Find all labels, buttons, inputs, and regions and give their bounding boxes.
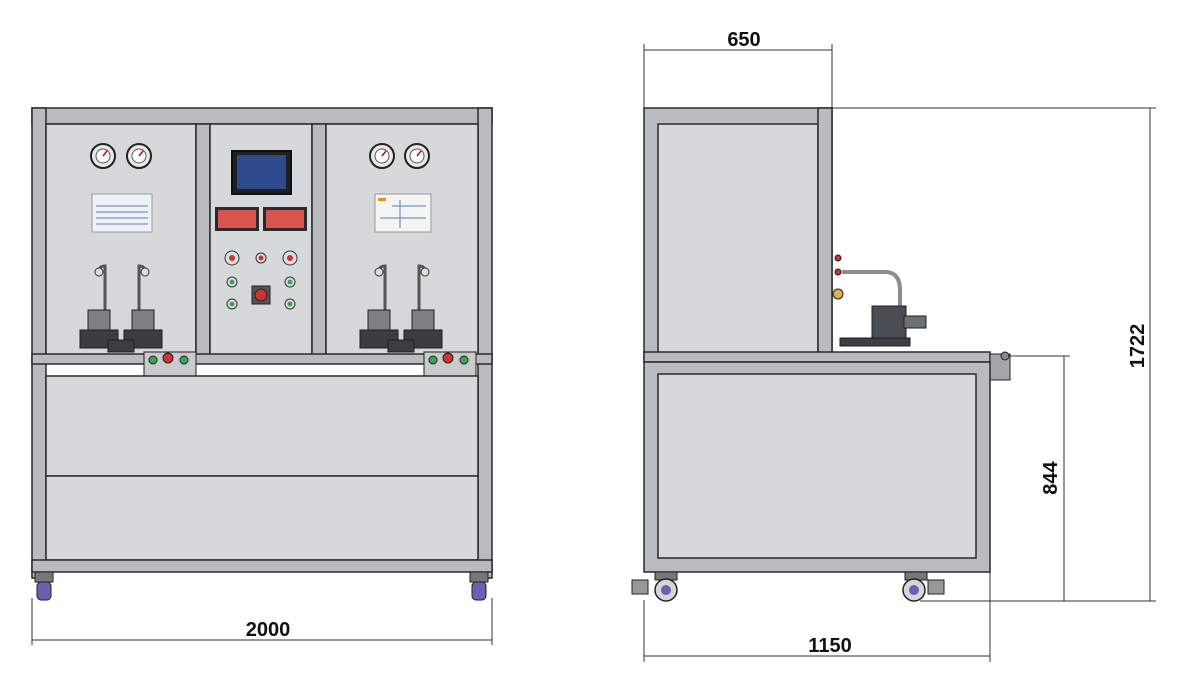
front-table-top — [31, 353, 493, 365]
left-panel-label-plate — [91, 193, 153, 233]
right-button-box — [423, 351, 477, 379]
side-lower-panel — [657, 373, 977, 559]
front-left-panel — [45, 123, 197, 357]
caster-wheel-icon — [469, 571, 489, 601]
valve-icon — [839, 305, 927, 347]
indicator-lamp-icon — [226, 298, 238, 310]
front-view: 2000 — [31, 107, 493, 645]
dimension-width-front: 2000 — [31, 598, 493, 645]
dimension-label-650: 650 — [727, 29, 760, 51]
front-bottom-rail — [31, 559, 493, 573]
digital-display-icon — [215, 207, 259, 231]
pressure-gauge-icon — [90, 143, 116, 169]
indicator-lamp-icon — [284, 298, 296, 310]
touch-screen-icon — [231, 150, 292, 195]
side-upper-panel — [657, 123, 819, 361]
caster-wheel-icon — [902, 571, 945, 602]
dimension-depth-top: 650 — [643, 29, 833, 108]
front-cabinet-lower — [45, 475, 479, 561]
indicator-lamp-icon — [834, 268, 842, 276]
right-manifold — [387, 339, 415, 353]
front-cabinet-upper — [45, 375, 479, 477]
front-right-panel — [325, 123, 479, 357]
caster-wheel-icon — [34, 571, 54, 601]
dimension-label-2000: 2000 — [246, 619, 291, 641]
emergency-stop-icon — [251, 285, 271, 305]
left-button-box — [143, 351, 197, 379]
dimension-label-1150: 1150 — [808, 635, 851, 657]
dimension-label-844: 844 — [1040, 460, 1062, 494]
side-knob — [1000, 351, 1010, 361]
dimension-height-total: 1722 — [832, 107, 1156, 602]
pressure-gauge-icon — [126, 143, 152, 169]
digital-display-icon — [263, 207, 307, 231]
front-right-post — [477, 107, 493, 579]
pressure-gauge-icon — [832, 288, 844, 300]
indicator-lamp-icon — [226, 276, 238, 288]
caster-wheel-icon — [631, 571, 678, 602]
right-panel-label-plate — [374, 193, 432, 233]
dimension-depth-total: 1150 — [643, 572, 991, 662]
dimension-height-table: 844 — [1010, 355, 1070, 601]
front-inner-post-left — [195, 123, 211, 357]
side-view: 650 1150 1722 844 — [631, 29, 1156, 662]
valve-icon — [403, 264, 443, 349]
side-table-top — [643, 351, 991, 363]
front-inner-post-right — [311, 123, 327, 357]
indicator-lamp-icon — [282, 250, 298, 266]
front-top-rail — [31, 107, 493, 125]
front-left-post — [31, 107, 47, 579]
side-pipe — [842, 270, 902, 310]
left-manifold — [107, 339, 135, 353]
indicator-lamp-icon — [284, 276, 296, 288]
indicator-lamp-icon — [255, 252, 267, 264]
pressure-gauge-icon — [369, 143, 395, 169]
indicator-lamp-icon — [224, 250, 240, 266]
dimension-label-1722: 1722 — [1127, 324, 1149, 369]
pressure-gauge-icon — [404, 143, 430, 169]
indicator-lamp-icon — [834, 254, 842, 262]
side-front-post — [817, 107, 833, 361]
